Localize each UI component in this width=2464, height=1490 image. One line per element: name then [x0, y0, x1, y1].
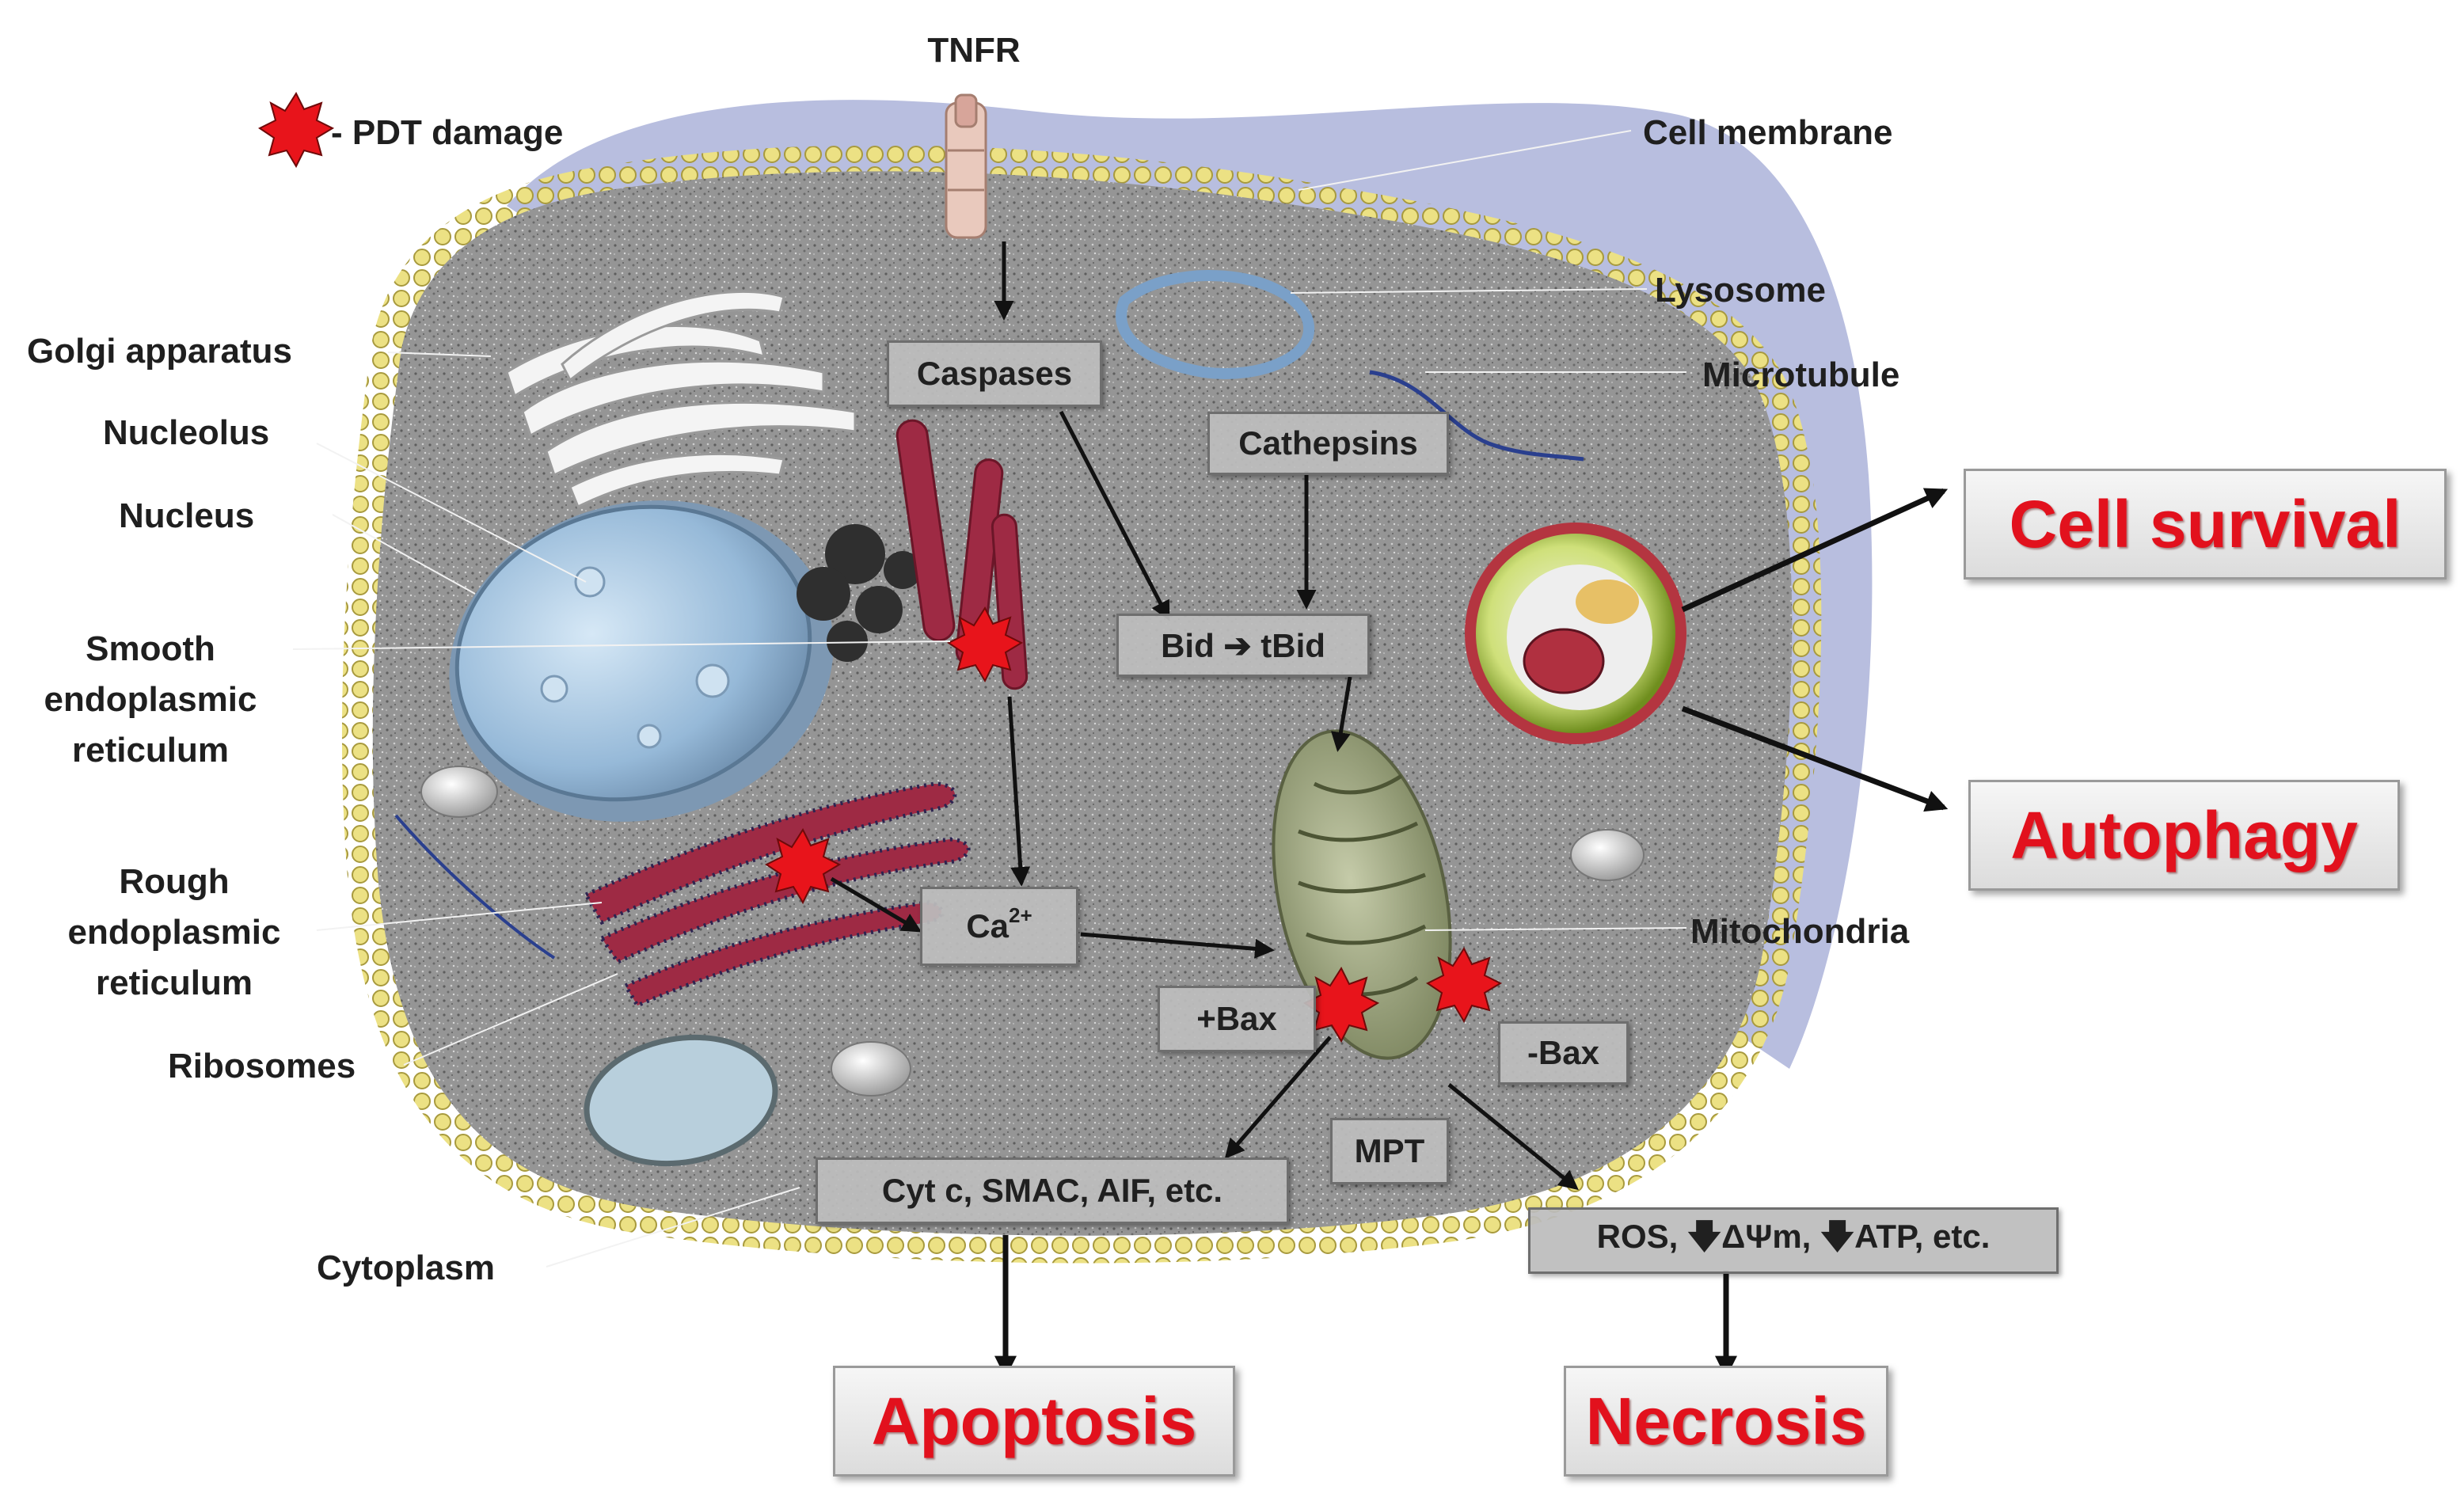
- golgi-apparatus: [505, 290, 857, 509]
- pdt-damage-markers: [258, 91, 1503, 1043]
- dark-granule-cluster: [797, 524, 922, 662]
- cell-membrane-label: Cell membrane: [1643, 113, 1893, 152]
- nucleus: [449, 500, 834, 822]
- leader-lines: [292, 130, 1687, 1268]
- bid-tbid-box: Bid ➔ tBid: [1116, 614, 1370, 677]
- autophagy-outcome: Autophagy: [1968, 780, 2400, 891]
- outcome-arrows: [994, 488, 1949, 1378]
- apoptosis-outcome: Apoptosis: [833, 1366, 1235, 1477]
- caspases-box: Caspases: [887, 340, 1102, 407]
- nucleolus-label: Nucleolus: [103, 413, 270, 452]
- necrosis-outcome: Necrosis: [1564, 1366, 1888, 1477]
- smooth-er-label: Smooth endoplasmic reticulum: [44, 629, 257, 770]
- lysosome: [1116, 270, 1314, 379]
- golgi-label: Golgi apparatus: [27, 332, 292, 371]
- cyt-c-box: Cyt c, SMAC, AIF, etc.: [816, 1157, 1289, 1224]
- mpt-box: MPT: [1330, 1118, 1449, 1184]
- vesicles: [420, 766, 1645, 1167]
- tnfr-receptor: [945, 93, 987, 239]
- microtubule-label: Microtubule: [1702, 355, 1900, 394]
- microtubule-2: [394, 814, 556, 960]
- ribosomes-label: Ribosomes: [168, 1047, 356, 1085]
- nucleus-label: Nucleus: [119, 496, 255, 535]
- autophagosome: [1465, 523, 1686, 744]
- cell-survival-outcome: Cell survival: [1964, 469, 2447, 580]
- cytoplasm-label: Cytoplasm: [317, 1249, 495, 1287]
- rough-er-label: Rough endoplasmic reticulum: [67, 862, 281, 1002]
- tnfr-label: TNFR: [927, 31, 1021, 70]
- ros-box: ROS, 🡇ΔΨm, 🡇ATP, etc.: [1528, 1207, 2059, 1274]
- cathepsins-box: Cathepsins: [1207, 412, 1449, 475]
- plus-bax-box: +Bax: [1158, 986, 1316, 1052]
- pathway-arrows: [830, 241, 1579, 1191]
- mitochondria-label: Mitochondria: [1690, 912, 1910, 951]
- microtubule: [1369, 370, 1584, 462]
- mitochondrion: [1272, 729, 1452, 1060]
- minus-bax-box: -Bax: [1498, 1021, 1629, 1085]
- lysosome-label: Lysosome: [1655, 271, 1827, 310]
- rough-er: [583, 781, 971, 1009]
- pdt-damage-legend-label: - PDT damage: [331, 113, 564, 152]
